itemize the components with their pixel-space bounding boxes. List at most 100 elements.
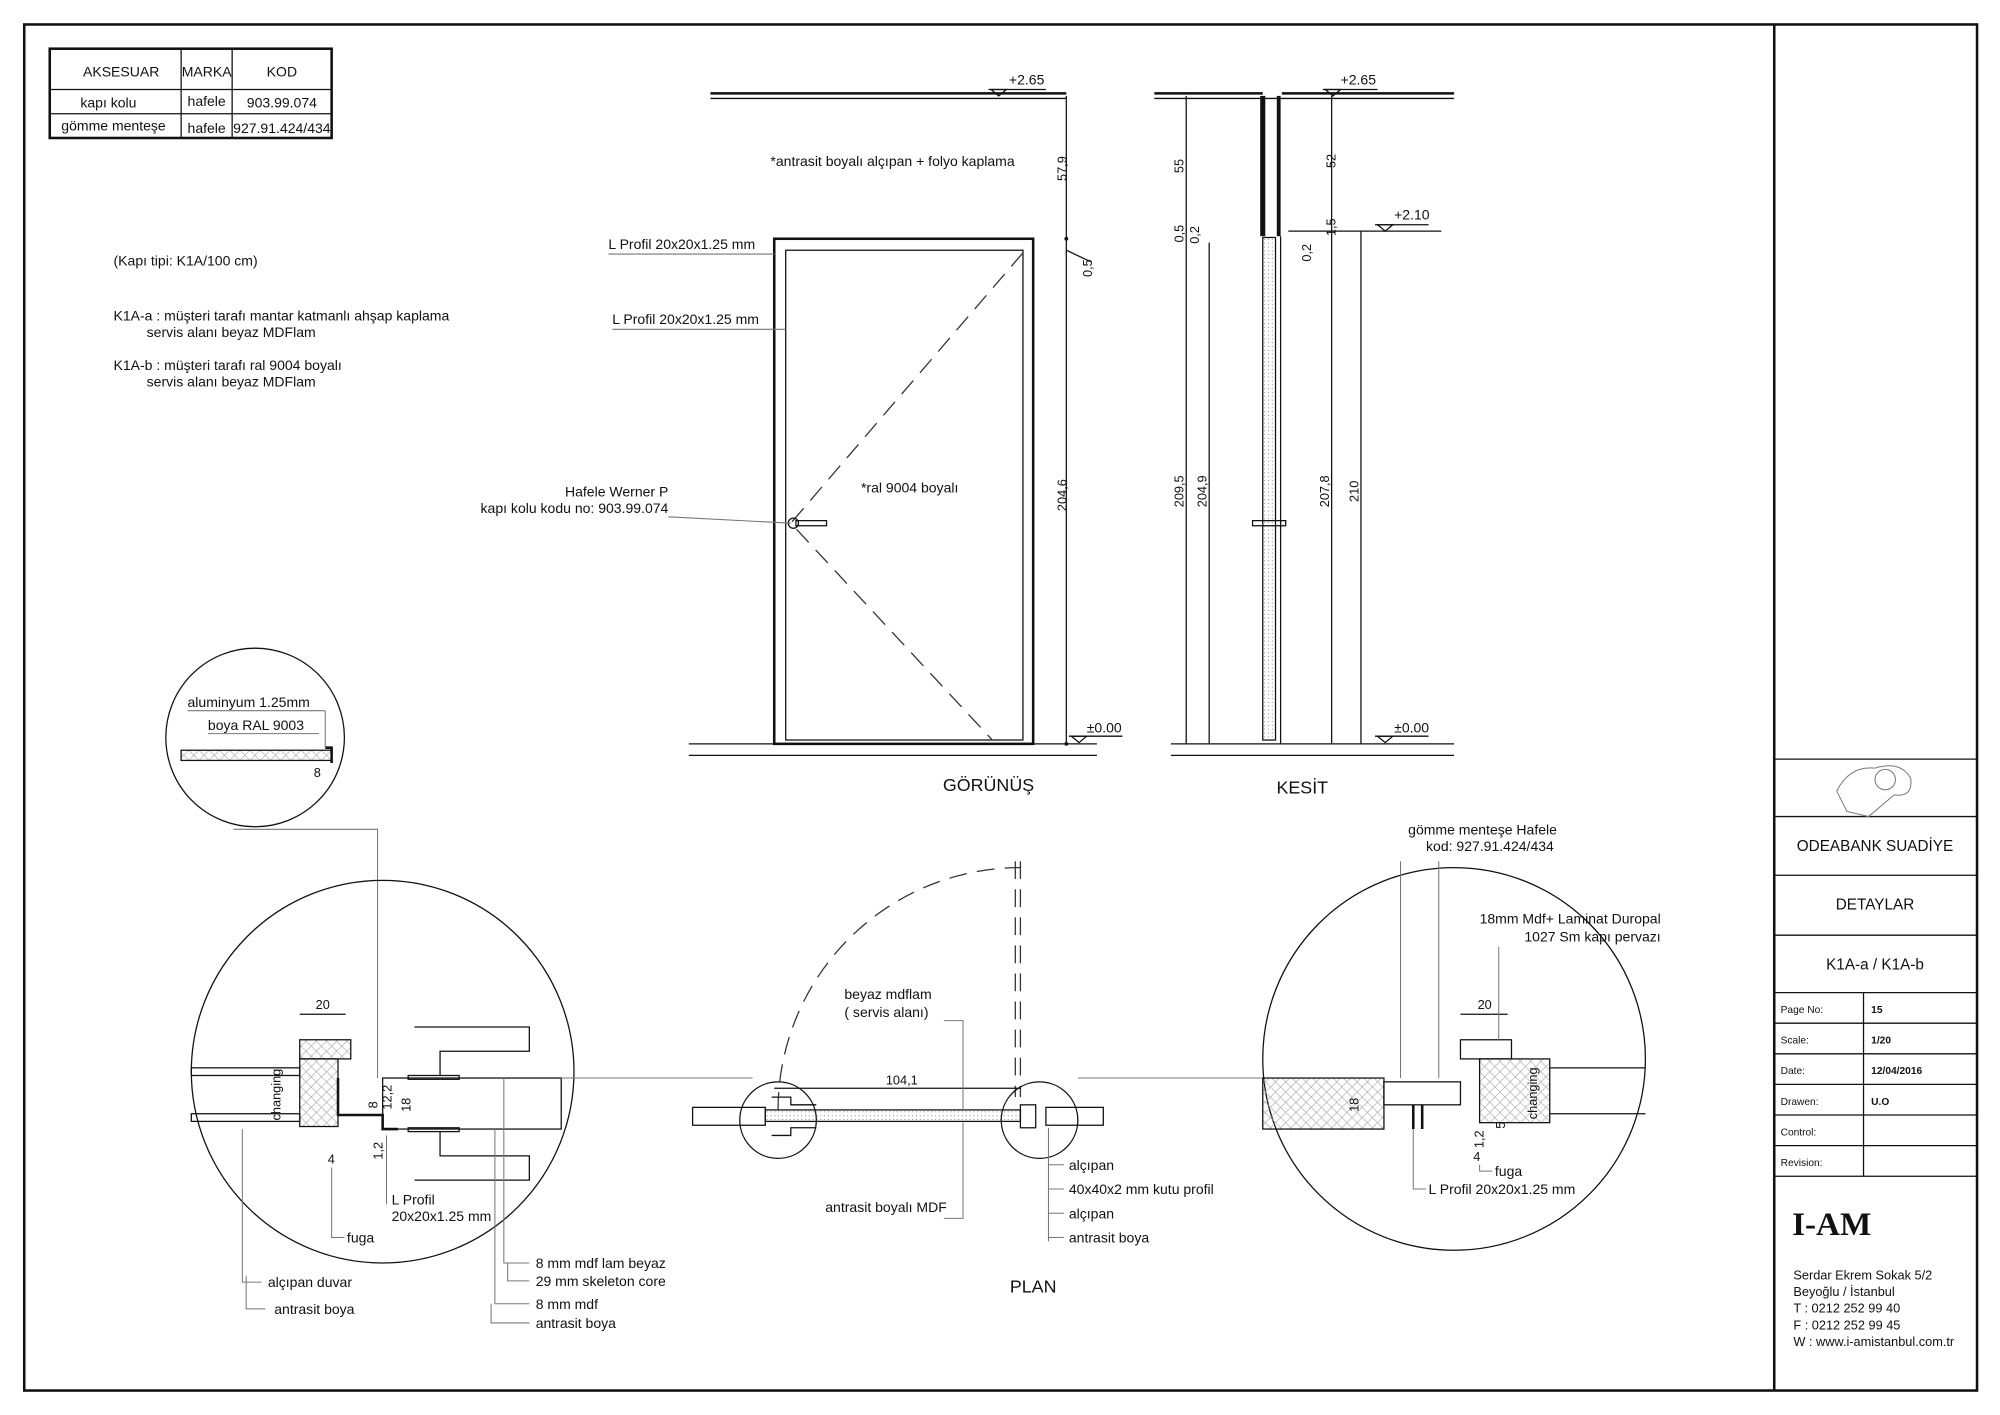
table-cell: gömme menteşe — [61, 117, 166, 133]
k1a-b-note: K1A-b : müşteri tarafı ral 9004 boyalı — [114, 357, 342, 373]
drawing-code: K1A-a / K1A-b — [1826, 957, 1924, 974]
door-type-note: (Kapı tipi: K1A/100 cm) — [114, 253, 258, 269]
plan-view: 104,1 beyaz mdflam ( servis alanı) antra… — [691, 861, 1263, 1296]
dimension: 57,9 — [1054, 156, 1069, 181]
fuga-label: fuga — [347, 1230, 374, 1246]
phone: T : 0212 252 99 40 — [1793, 1301, 1900, 1316]
view-title-section: KESİT — [1277, 778, 1329, 798]
view-title-elevation: GÖRÜNÜŞ — [943, 775, 1034, 795]
dimension: 0,2 — [1187, 226, 1202, 244]
l-profile-label: L Profil 20x20x1.25 mm — [1429, 1181, 1576, 1197]
table-header: AKSESUAR — [83, 64, 159, 80]
plan-label: ( servis alanı) — [844, 1004, 928, 1020]
dimension: 1,2 — [1471, 1130, 1486, 1148]
handle-label: Hafele Werner P — [565, 483, 668, 499]
plan-label: antrasit boya — [1069, 1230, 1149, 1246]
elevation-view: +2.65 ±0.00 57,9 0,5 204,6 *antrasit boy… — [481, 71, 1123, 795]
sheet-name: DETAYLAR — [1836, 897, 1914, 914]
k1a-a-note: K1A-a : müşteri tarafı mantar katmanlı a… — [114, 307, 450, 323]
handle-label: kapı kolu kodu no: 903.99.074 — [481, 500, 669, 516]
level-floor: ±0.00 — [1087, 719, 1122, 735]
plan-label: beyaz mdflam — [844, 986, 931, 1002]
dimension: 1,2 — [371, 1142, 386, 1160]
layer-label: 8 mm mdf — [536, 1296, 598, 1312]
iam-logo: I-AM — [1792, 1206, 1871, 1243]
dimension: 8 — [314, 765, 321, 780]
dimension: 5 — [1493, 1122, 1508, 1129]
detail-right-circle: 20 changing 18 1,2 5 4 fuga L Profil 20x… — [1262, 821, 1661, 1251]
level-top: +2.65 — [1009, 71, 1045, 87]
dimension: 8 — [366, 1101, 381, 1108]
detail-left-circle: 20 changing 8 12,2 18 1,2 4 fuga L Profi… — [190, 879, 753, 1331]
hinge-label: gömme menteşe Hafele — [1408, 821, 1557, 837]
ceiling-note: *antrasit boyalı alçıpan + folyo kaplama — [770, 153, 1014, 169]
profile-label: L Profil 20x20x1.25 mm — [612, 311, 759, 327]
dimension: 204,9 — [1195, 475, 1210, 507]
dimension: 0,5 — [1172, 225, 1187, 243]
sheet-border — [22, 23, 1979, 1392]
section-view: +2.65 +2.10 ±0.00 55 0,5 0,2 209,5 204,9… — [1154, 71, 1455, 798]
fax: F : 0212 252 99 45 — [1793, 1317, 1900, 1332]
paint-note: *ral 9004 boyalı — [861, 480, 958, 496]
dimension: 207,8 — [1317, 475, 1332, 507]
profile-label: L Profil 20x20x1.25 mm — [608, 236, 755, 252]
dimension: 4 — [1473, 1149, 1480, 1164]
level-top: +2.65 — [1341, 71, 1377, 87]
wall-label: alçıpan duvar — [268, 1274, 352, 1290]
table-cell: 903.99.074 — [247, 94, 317, 110]
accessory-table: AKSESUAR MARKA KOD kapı kolu hafele 903.… — [48, 47, 333, 140]
k1a-a-note: servis alanı beyaz MDFlam — [147, 324, 316, 340]
plan-label: antrasit boyalı MDF — [825, 1199, 947, 1215]
field-label: Revision: — [1781, 1158, 1823, 1169]
dimension: 209,5 — [1172, 475, 1187, 507]
dimension: 1,5 — [1323, 218, 1338, 236]
l-profile-label: L Profil — [392, 1191, 435, 1207]
dimension: 52 — [1323, 154, 1338, 168]
dimension: 55 — [1172, 159, 1187, 173]
project-name: ODEABANK SUADİYE — [1797, 837, 1953, 855]
field-value: U.O — [1871, 1097, 1889, 1108]
layer-label: 29 mm skeleton core — [536, 1273, 666, 1289]
changing-label: changing — [1525, 1067, 1540, 1119]
dimension: 20 — [316, 997, 330, 1012]
fuga-label: fuga — [1495, 1163, 1522, 1179]
field-value: 1/20 — [1871, 1036, 1891, 1047]
l-profile-label: 20x20x1.25 mm — [392, 1208, 492, 1224]
dimension: 104,1 — [886, 1072, 918, 1087]
table-header: MARKA — [182, 64, 232, 80]
dimension: 204,6 — [1054, 479, 1069, 511]
hinge-label: kod: 927.91.424/434 — [1426, 838, 1554, 854]
table-cell: kapı kolu — [80, 94, 136, 110]
field-value: 12/04/2016 — [1871, 1066, 1922, 1077]
paint-label: antrasit boya — [274, 1301, 354, 1317]
address-line: Serdar Ekrem Sokak 5/2 — [1793, 1268, 1932, 1283]
changing-label: changing — [269, 1069, 284, 1121]
website: W : www.i-amistanbul.com.tr — [1793, 1334, 1955, 1349]
field-value: 15 — [1871, 1005, 1883, 1016]
k1a-b-note: servis alanı beyaz MDFlam — [147, 374, 316, 390]
plan-label: alçıpan — [1069, 1205, 1114, 1221]
detail-label: aluminyum 1.25mm — [188, 694, 310, 710]
level-door: +2.10 — [1394, 207, 1430, 223]
plan-label: alçıpan — [1069, 1157, 1114, 1173]
dimension: 18 — [1346, 1098, 1361, 1112]
dimension: 0,5 — [1080, 259, 1095, 277]
layer-label: antrasit boya — [536, 1315, 616, 1331]
address-line: Beyoğlu / İstanbul — [1793, 1284, 1894, 1299]
table-cell: 927.91.424/434 — [233, 120, 331, 136]
dimension: 210 — [1346, 481, 1361, 502]
pervaz-label: 1027 Sm kapı pervazı — [1524, 929, 1660, 945]
detail-profile-circle: aluminyum 1.25mm boya RAL 9003 8 — [165, 647, 379, 1079]
field-label: Page No: — [1781, 1005, 1823, 1016]
field-label: Control: — [1781, 1127, 1817, 1138]
dimension: 0,2 — [1299, 244, 1314, 262]
plan-label: 40x40x2 mm kutu profil — [1069, 1181, 1214, 1197]
table-cell: hafele — [188, 93, 226, 109]
detail-label: boya RAL 9003 — [208, 717, 304, 733]
field-label: Scale: — [1781, 1036, 1809, 1047]
view-title-plan: PLAN — [1010, 1276, 1057, 1296]
pervaz-label: 18mm Mdf+ Laminat Duropal — [1480, 911, 1661, 927]
dimension: 4 — [328, 1151, 335, 1166]
title-block: ODEABANK SUADİYE DETAYLAR K1A-a / K1A-b … — [1772, 24, 1978, 1391]
